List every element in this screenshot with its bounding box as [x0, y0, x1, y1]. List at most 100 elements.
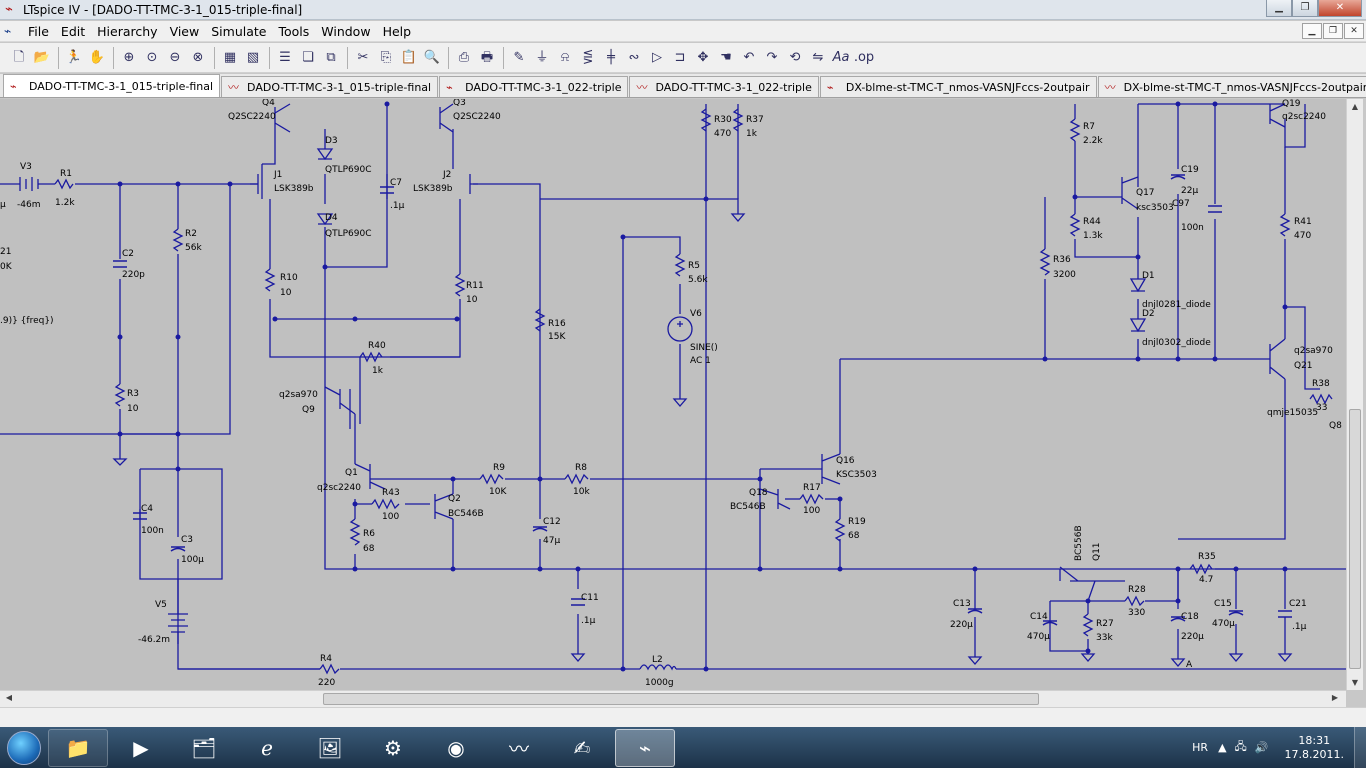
label-net-icon[interactable]: ⍾ [560, 49, 570, 65]
taskbar-explorer[interactable]: 📁 [48, 728, 108, 767]
taskbar-network-app[interactable]: 🗂 [174, 729, 234, 767]
document-system-icon[interactable]: ⌁ [4, 24, 12, 38]
capacitor-icon[interactable]: ╪ [607, 49, 615, 65]
resistor-R6 [349, 518, 361, 546]
scroll-left-icon[interactable]: ◀ [5, 693, 13, 702]
label-D1-model: dnjl0281_diode [1142, 300, 1211, 310]
label-R4: R4 [320, 654, 332, 664]
tab-schematic-dx[interactable]: ⌁DX-blme-st-TMC-T_nmos-VASNJFccs-2outpai… [819, 76, 1097, 97]
tab-waveform-015[interactable]: 〰DADO-TT-TMC-3-1_015-triple-final [221, 76, 439, 97]
print-icon[interactable]: 🖶 [480, 49, 494, 65]
taskbar-tool-app[interactable]: ⚙ [363, 729, 423, 767]
menu-simulate[interactable]: Simulate [211, 23, 267, 39]
taskbar-security-app[interactable]: ◉ [426, 729, 486, 767]
move-icon[interactable]: ✥ [697, 49, 709, 65]
resistor-icon[interactable]: ⋚ [582, 49, 594, 65]
taskbar-photo-viewer[interactable]: 🖼 [300, 729, 360, 767]
scroll-up-icon[interactable]: ▲ [1351, 102, 1359, 111]
component-icon[interactable]: ⊐ [674, 49, 686, 65]
scroll-down-icon[interactable]: ▼ [1351, 678, 1359, 687]
doc-minimize-button[interactable]: ▁ [1302, 23, 1322, 39]
vertical-scroll-thumb[interactable] [1349, 409, 1361, 669]
start-button[interactable] [0, 728, 48, 768]
text-icon[interactable]: Aa [832, 49, 850, 65]
toolbar-separator [503, 46, 504, 69]
resistor-R5 [674, 253, 686, 277]
horizontal-scroll-thumb[interactable] [323, 693, 1039, 705]
zoom-out-icon[interactable]: ⊖ [169, 49, 181, 65]
label-R36: R36 [1053, 255, 1071, 265]
taskbar-internet-explorer[interactable]: ℯ [237, 729, 297, 767]
mirror-icon[interactable]: ⇋ [812, 49, 824, 65]
zoom-in-icon[interactable]: ⊕ [123, 49, 135, 65]
menu-window[interactable]: Window [321, 23, 371, 39]
paste-icon[interactable]: 📋 [400, 49, 418, 65]
autoscale-icon[interactable]: ▦ [223, 49, 237, 65]
open-icon[interactable]: 📂 [33, 49, 51, 65]
delete-traces-icon[interactable]: ▧ [246, 49, 260, 65]
scroll-right-icon[interactable]: ▶ [1331, 693, 1339, 702]
diode-icon[interactable]: ▷ [652, 49, 662, 65]
drag-icon[interactable]: ☚ [720, 49, 732, 65]
label-C19: C19 [1181, 165, 1199, 175]
draw-wire-icon[interactable]: ✎ [513, 49, 525, 65]
resistor-R8 [564, 473, 589, 485]
tab-schematic-015[interactable]: ⌁DADO-TT-TMC-3-1_015-triple-final [3, 74, 221, 97]
menu-view[interactable]: View [169, 23, 200, 39]
copy-icon[interactable]: ⎘ [380, 49, 392, 65]
run-icon[interactable]: 🏃 [65, 49, 83, 65]
tab-schematic-022[interactable]: ⌁DADO-TT-TMC-3-1_022-triple [439, 76, 629, 97]
find-icon[interactable]: 🔍 [423, 49, 441, 65]
cascade-icon[interactable]: ❏ [302, 49, 314, 65]
label-J1: J1 [273, 170, 282, 180]
menu-help[interactable]: Help [382, 23, 412, 39]
volume-icon[interactable]: 🔊 [1254, 741, 1269, 754]
vertical-scrollbar[interactable]: ▲ ▼ [1346, 99, 1363, 690]
taskbar-pdf-reader[interactable]: ✍ [552, 729, 612, 767]
horizontal-scrollbar[interactable]: ◀ ▶ [0, 690, 1346, 707]
tab-waveform-dx[interactable]: 〰DX-blme-st-TMC-T_nmos-VASNJFccs-2outpai… [1097, 76, 1366, 97]
ground-icon[interactable]: ⏚ [535, 49, 549, 65]
taskbar-oscilloscope-app[interactable]: 〰 [489, 729, 549, 767]
redo-icon[interactable]: ↷ [766, 49, 778, 65]
show-desktop-button[interactable] [1354, 727, 1366, 768]
network-status-icon[interactable]: 🖧 [1234, 740, 1247, 753]
label-Q3-model: Q2SC2240 [453, 112, 501, 122]
minimize-button[interactable]: ▁ [1266, 0, 1292, 17]
system-tray: HR ▲ 🖧 🔊 18:31 17.8.2011. [1192, 727, 1352, 768]
undo-icon[interactable]: ↶ [743, 49, 755, 65]
zoom-fit-icon[interactable]: ⊗ [192, 49, 204, 65]
menu-edit[interactable]: Edit [60, 23, 86, 39]
document-tabs: ⌁DADO-TT-TMC-3-1_015-triple-final 〰DADO-… [0, 74, 1366, 98]
clock[interactable]: 18:31 17.8.2011. [1285, 734, 1344, 762]
capacitor-C21 [1278, 610, 1292, 618]
label-D4-model: QTLP690C [325, 229, 372, 239]
doc-close-button[interactable]: ✕ [1344, 23, 1364, 39]
rotate-icon[interactable]: ⟲ [789, 49, 801, 65]
spice-directive-icon[interactable]: .op [853, 49, 875, 65]
pan-icon[interactable]: ⊙ [146, 49, 158, 65]
close-button[interactable]: ✕ [1318, 0, 1362, 17]
show-hidden-icons-icon[interactable]: ▲ [1218, 741, 1227, 754]
inductor-icon[interactable]: ∾ [628, 49, 640, 65]
cut-icon[interactable]: ✂ [357, 49, 369, 65]
close-windows-icon[interactable]: ⧉ [326, 49, 336, 65]
label-C11: C11 [581, 593, 599, 603]
language-indicator[interactable]: HR [1192, 741, 1209, 754]
label-R27: R27 [1096, 619, 1114, 629]
doc-restore-button[interactable]: ❐ [1323, 23, 1343, 39]
maximize-button[interactable]: ❐ [1292, 0, 1318, 17]
menu-tools[interactable]: Tools [278, 23, 310, 39]
tile-horizontal-icon[interactable]: ☰ [279, 49, 291, 65]
menu-hierarchy[interactable]: Hierarchy [97, 23, 158, 39]
new-schematic-icon[interactable]: 🗋 [13, 49, 25, 65]
halt-icon[interactable]: ✋ [88, 49, 106, 65]
taskbar-media-player[interactable]: ▶ [111, 729, 171, 767]
tab-waveform-022[interactable]: 〰DADO-TT-TMC-3-1_022-triple [629, 76, 819, 97]
menu-file[interactable]: File [28, 23, 49, 39]
print-setup-icon[interactable]: ⎙ [458, 49, 470, 65]
taskbar-ltspice[interactable]: ⌁ [615, 728, 675, 767]
schematic-canvas[interactable]: Q4 Q2SC2240 Q3 Q2SC2240 D3 QTLP690C D4 Q… [0, 99, 1346, 690]
ltspice-icon: ⌁ [638, 735, 652, 760]
label-R5: R5 [688, 261, 700, 271]
